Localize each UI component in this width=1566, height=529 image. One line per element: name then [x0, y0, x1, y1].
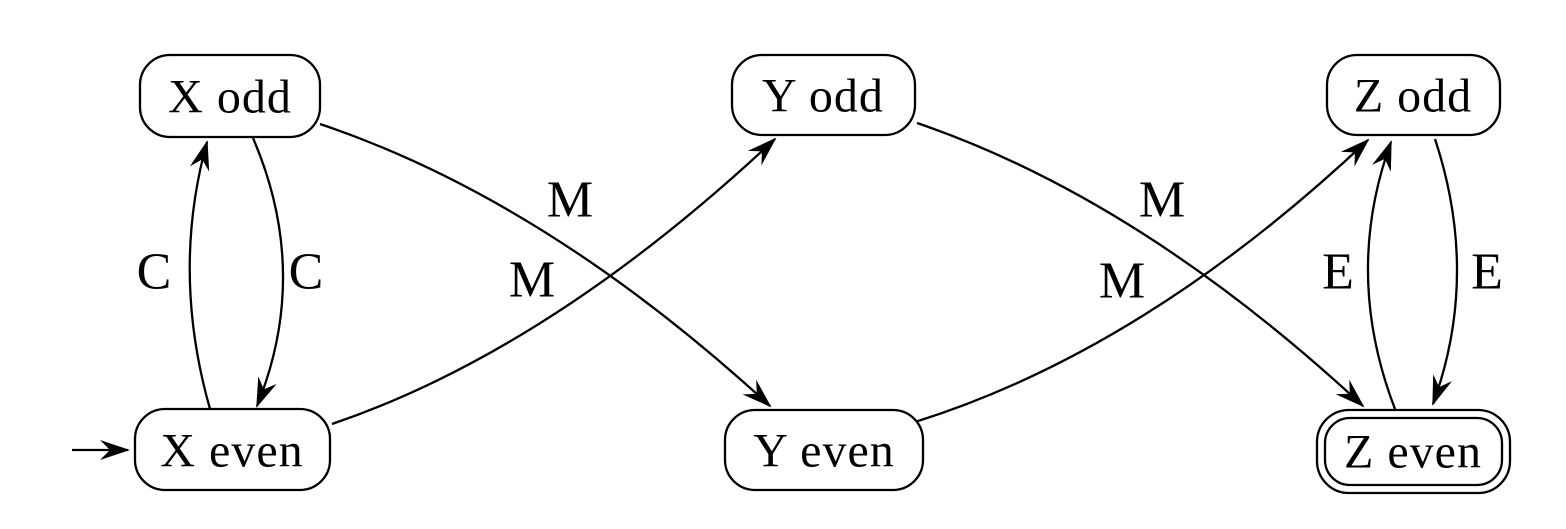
edge-label-m-x-even-y-odd: M: [509, 252, 555, 309]
edge-label-m-x-odd-y-even: M: [547, 172, 593, 229]
edge-label-e-left: E: [1322, 244, 1354, 301]
state-z-even: Z even: [1315, 408, 1512, 495]
edge-z-even-to-z-odd: [1366, 140, 1397, 410]
state-x-even: X even: [133, 407, 332, 492]
edge-label-m-y-odd-z-even: M: [1139, 172, 1185, 229]
edge-x-even-to-x-odd: [188, 140, 212, 410]
edge-label-m-y-even-z-odd: M: [1099, 253, 1145, 310]
state-x-even-label: X even: [160, 425, 303, 478]
state-z-odd-label: Z odd: [1354, 70, 1472, 123]
edge-x-even-to-y-odd: [331, 137, 777, 426]
state-y-odd-shape: [730, 53, 917, 137]
state-z-even-label: Z even: [1344, 426, 1482, 479]
state-z-odd: Z odd: [1325, 53, 1502, 137]
edge-z-odd-to-z-even: [1431, 138, 1459, 406]
state-x-even-shape: [133, 407, 332, 492]
edge-y-odd-to-z-even: [916, 121, 1365, 408]
state-x-odd-label: X odd: [168, 71, 292, 124]
state-y-even: Y even: [723, 408, 925, 492]
state-x-odd-shape: [138, 53, 322, 139]
edge-x-odd-to-y-even: [319, 122, 772, 408]
edge-label-c-right: C: [289, 244, 324, 301]
state-z-odd-shape: [1325, 53, 1502, 137]
state-y-odd: Y odd: [730, 53, 917, 137]
state-z-even-inner-shape: [1323, 416, 1504, 487]
state-y-odd-label: Y odd: [762, 70, 884, 123]
edge-label-c-left: C: [137, 244, 172, 301]
state-x-odd: X odd: [138, 53, 322, 139]
edge-y-even-to-z-odd: [914, 138, 1370, 424]
edge-label-e-right: E: [1471, 244, 1503, 301]
edge-x-odd-to-x-even: [251, 137, 285, 408]
state-y-even-shape: [723, 408, 925, 492]
state-y-even-label: Y even: [753, 425, 895, 478]
